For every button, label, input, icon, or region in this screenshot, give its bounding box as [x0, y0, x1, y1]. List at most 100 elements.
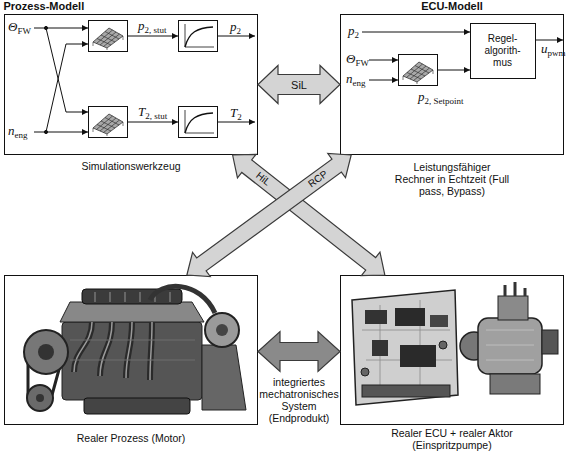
model-box: Prozess-ModellSimulationswerkzeug — [4, 14, 258, 155]
valve-cover — [82, 289, 182, 304]
map-block — [89, 21, 128, 52]
ecu-illustration — [352, 290, 458, 405]
signal-name: neng — [8, 124, 28, 142]
signal-name: neng — [346, 72, 366, 90]
lag-block — [179, 107, 218, 138]
oil-pan — [84, 398, 190, 414]
branch-dot — [44, 130, 47, 133]
hose — [150, 286, 215, 313]
signal-name: p2 — [230, 20, 241, 38]
signal-name: ΘFW — [8, 20, 31, 38]
turbocharger — [205, 313, 239, 347]
symbol: T — [138, 104, 145, 119]
signal-name: upwm — [541, 42, 566, 60]
signal-line — [46, 28, 88, 112]
subscript: eng — [353, 78, 366, 88]
turbo-hub — [216, 324, 228, 336]
capacitor — [439, 341, 447, 349]
subscript: 2 — [355, 30, 360, 40]
edge-label: RCP — [306, 168, 330, 190]
signal-name: p2, Setpoint — [418, 90, 464, 108]
subscript: 2 — [237, 112, 242, 122]
pump-head — [498, 296, 528, 320]
block-text: Regel- algorith- mus — [476, 33, 530, 69]
signal-line — [536, 40, 563, 41]
symbol: n — [8, 123, 15, 138]
pulley-hub — [38, 344, 54, 360]
signal-line — [438, 70, 470, 71]
symbol: p — [230, 19, 237, 34]
connector — [362, 385, 450, 397]
signal-line — [34, 132, 88, 133]
signal-line — [34, 28, 88, 29]
signal-name: T2, stut — [138, 105, 167, 123]
process-signal-flow — [34, 26, 255, 133]
signal-name: p2 — [348, 24, 359, 42]
symbol: p — [348, 23, 355, 38]
symbol: T — [230, 105, 237, 120]
solenoid — [542, 330, 558, 354]
engine-block — [62, 322, 202, 400]
double-arrow — [258, 332, 340, 372]
branch-dot — [44, 26, 47, 29]
signal-line — [128, 122, 178, 123]
signal-line — [369, 80, 398, 81]
box-caption: Simulationswerkzeug — [56, 160, 206, 172]
pulley-hub — [36, 394, 44, 402]
pump-base — [490, 374, 540, 394]
symbol: Θ — [346, 51, 355, 66]
pump-illustration — [460, 282, 558, 394]
board-traces — [362, 300, 452, 395]
signal-line — [128, 36, 178, 37]
block-lines — [70, 340, 195, 360]
subscript: pwm — [548, 48, 566, 58]
chip — [430, 315, 448, 327]
symbol: u — [541, 41, 548, 56]
hardware-box: Realer Prozess (Motor) — [4, 275, 258, 425]
double-arrow — [187, 154, 351, 277]
pump-highlights — [486, 330, 534, 360]
pump-body — [478, 318, 542, 374]
map-block — [89, 107, 128, 138]
symbol: p — [138, 18, 145, 33]
box-caption: Leistungsfähiger Rechner in Echtzeit (Fu… — [394, 161, 510, 197]
capacitor — [361, 368, 369, 376]
map-block — [399, 55, 438, 86]
symbol: n — [346, 71, 353, 86]
subscript: 2, stut — [145, 25, 167, 35]
chip — [365, 310, 387, 324]
box-heading: Prozess-Modell — [4, 0, 85, 13]
signal-line — [46, 44, 88, 132]
chip — [400, 345, 436, 367]
controller-block: Regel- algorith- mus — [470, 23, 536, 79]
edge-label: HiL — [253, 170, 272, 189]
symbol: Θ — [8, 19, 17, 34]
pulley — [24, 330, 68, 374]
symbol: p — [418, 89, 425, 104]
engine-illustration — [24, 286, 246, 414]
chip — [372, 340, 388, 356]
pump-pipes — [505, 282, 525, 296]
pipe-highlights — [74, 322, 152, 380]
subscript: FW — [17, 26, 31, 36]
edge-label: SiL — [291, 79, 307, 91]
signal-line — [369, 60, 398, 61]
pulley — [27, 385, 53, 411]
double-arrow — [233, 154, 385, 275]
gearbox — [202, 345, 246, 410]
signal-name: T2 — [230, 106, 242, 124]
signal-name: ΘFW — [346, 52, 369, 70]
signal-name: p2, stut — [138, 19, 167, 37]
subscript: 2 — [237, 26, 242, 36]
subscript: 2, stut — [145, 111, 167, 121]
signal-line — [218, 122, 255, 123]
model-box: ECU-ModellLeistungsfähiger Rechner in Ec… — [340, 14, 564, 155]
cylinder-head — [60, 302, 204, 322]
subscript: 2, Setpoint — [425, 96, 464, 106]
edge-label: integriertes mechatronisches System (End… — [256, 376, 342, 424]
manifold-pipes — [74, 322, 152, 380]
lag-block — [179, 21, 218, 52]
box-caption: Realer ECU + realer Aktor (Einspritzpump… — [372, 427, 532, 451]
